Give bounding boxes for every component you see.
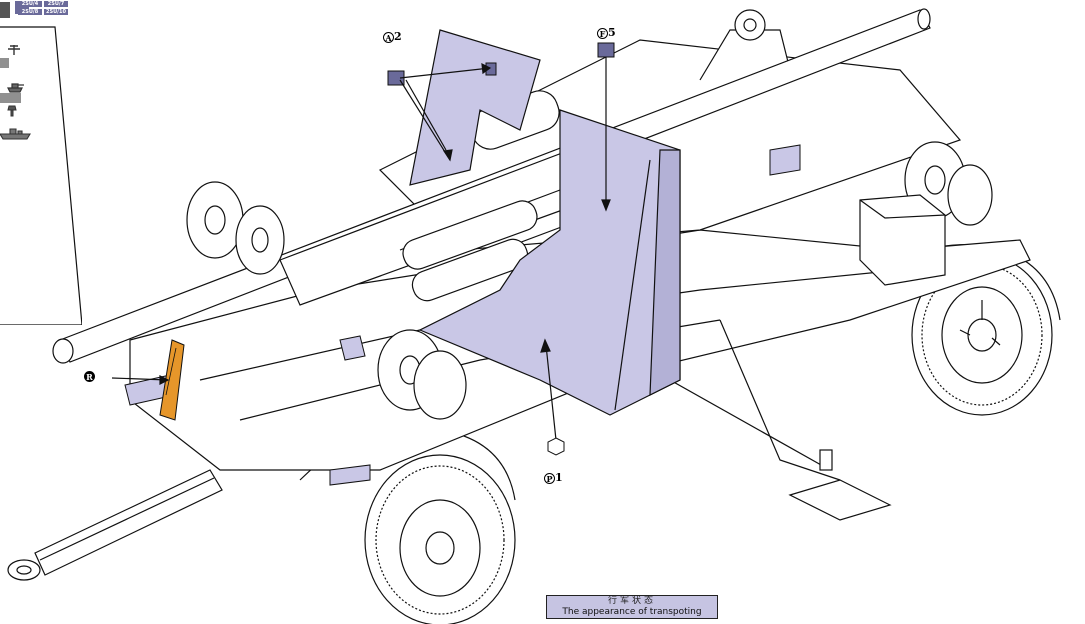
airplane-icon — [8, 45, 20, 55]
decal-2su-10: 2SU/10 — [44, 9, 68, 15]
decal-2su-7: 2SU/7 — [44, 1, 68, 7]
callout-p1-number: 1 — [555, 471, 563, 484]
tow-bar — [7, 469, 223, 581]
handwheel-left — [186, 181, 285, 275]
decal-f5 — [597, 42, 615, 58]
decal-2su-8: 2SU/8 — [18, 9, 42, 15]
callout-arrows — [111, 57, 611, 441]
tally-marks-2 — [0, 93, 21, 103]
caption-chinese: 行军状态 — [607, 596, 656, 606]
hex-bolt-part — [547, 437, 565, 456]
transport-state-caption: 行军状态 The appearance of transpoting — [546, 595, 718, 619]
ship-icon — [0, 128, 31, 140]
caption-english: The appearance of transpoting — [562, 607, 702, 617]
ammo-box — [859, 194, 946, 286]
gun-shield — [409, 29, 681, 416]
callout-f5-letter: F — [597, 27, 608, 39]
soldier-icon — [7, 105, 17, 117]
callout-r-letter: R — [84, 370, 95, 382]
callout-r: R — [84, 370, 95, 382]
callout-a2-letter: A — [383, 31, 394, 43]
tally-marks-1 — [0, 58, 9, 68]
orange-strap — [159, 339, 185, 421]
callout-a2-number: 2 — [394, 30, 402, 43]
tank-icon — [7, 83, 24, 93]
outrigger-pad — [788, 449, 892, 521]
decal-2su-4: 2SU/4 — [18, 1, 42, 7]
handwheel-center — [377, 329, 467, 420]
shield-upper-left — [409, 29, 541, 186]
kill-marking-legend: 2SU/4 2SU/7 2SU/8 2SU/10 — [0, 0, 83, 326]
callout-p1-letter: P — [544, 472, 555, 484]
callout-f5-number: 5 — [608, 26, 616, 39]
